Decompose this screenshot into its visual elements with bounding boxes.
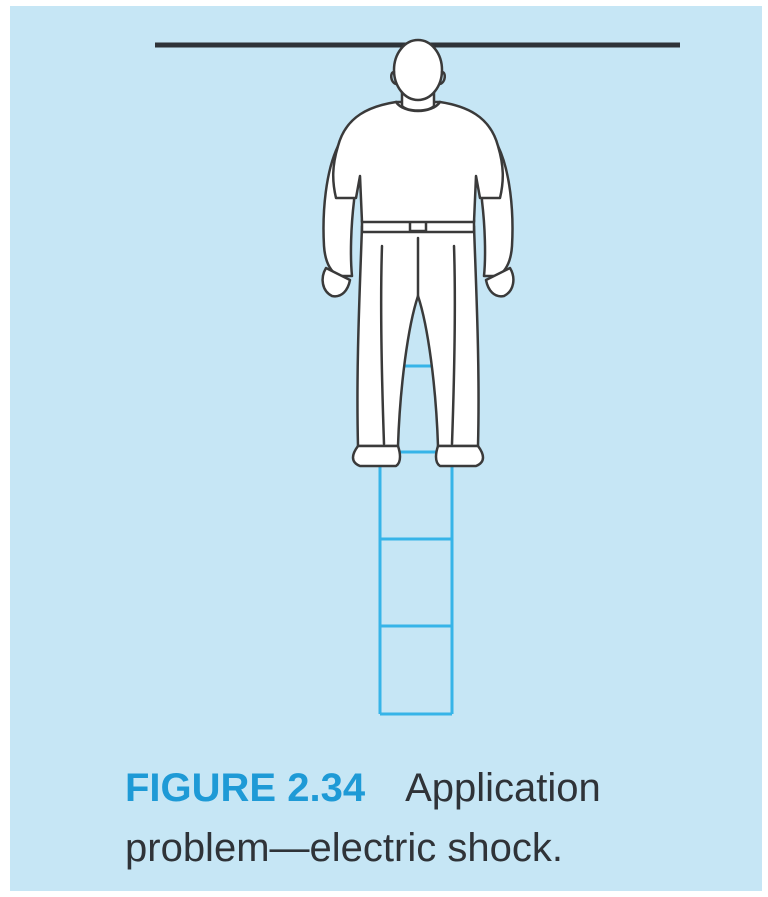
left-hand xyxy=(321,266,352,298)
man-figure xyxy=(321,38,515,468)
caption-text-1: Application xyxy=(405,766,601,810)
figure-illustration xyxy=(155,38,680,716)
shirt xyxy=(332,100,504,224)
figure-number: FIGURE 2.34 xyxy=(125,766,366,810)
left-shoe xyxy=(351,444,402,468)
caption-line-1: FIGURE 2.34 Application xyxy=(125,758,755,818)
caption-line-2: problem—electric shock. xyxy=(125,826,563,870)
head xyxy=(392,38,444,102)
figure-panel: FIGURE 2.34 Application problem—electric … xyxy=(10,6,762,891)
right-shoe xyxy=(434,444,485,468)
figure-caption: FIGURE 2.34 Application problem—electric … xyxy=(125,758,755,878)
right-hand xyxy=(484,266,515,298)
